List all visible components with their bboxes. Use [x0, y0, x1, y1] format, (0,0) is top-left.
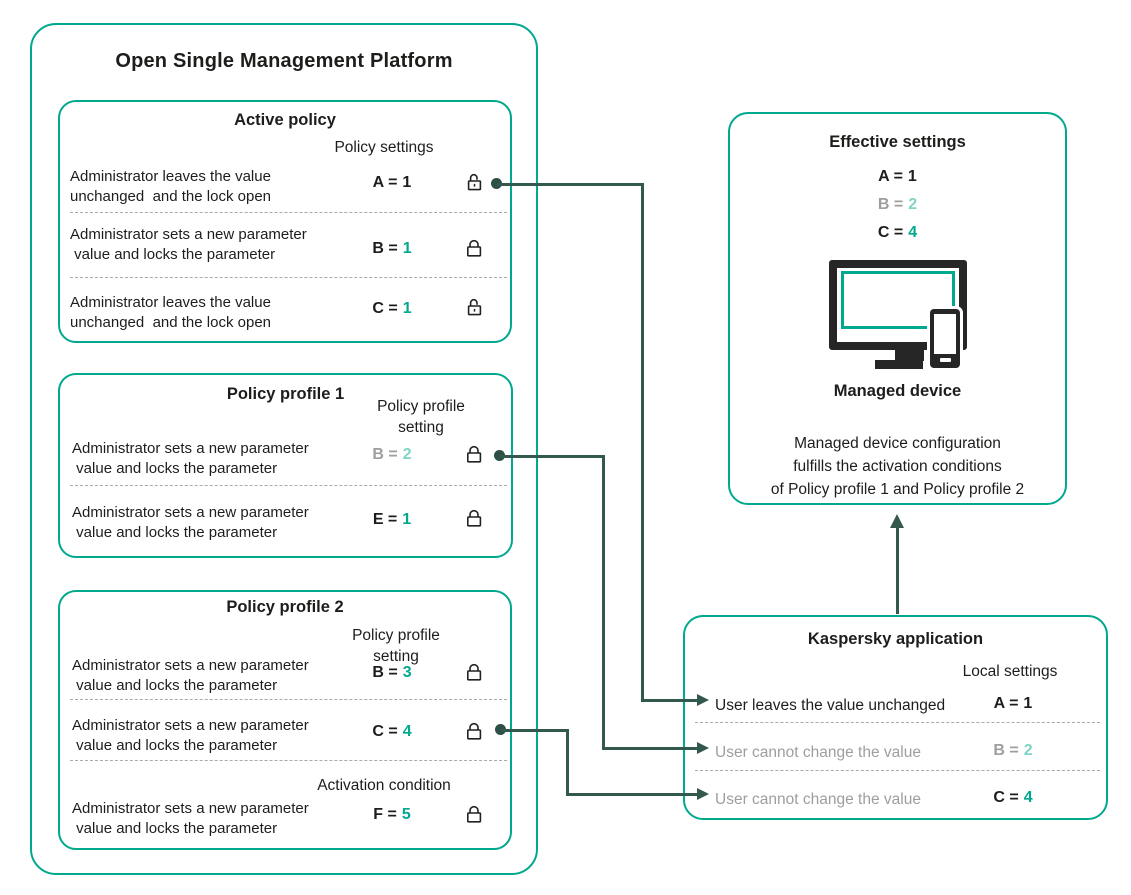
kaspersky-application-title: Kaspersky application	[807, 630, 984, 648]
param-name: B =	[372, 446, 398, 463]
row-separator	[70, 760, 507, 761]
policy-row-value: A =1	[342, 174, 442, 192]
param-value: 2	[402, 446, 412, 463]
active-policy-title: Active policy	[234, 111, 336, 129]
policy-row-label: Administrator sets a new parameter value…	[72, 800, 309, 837]
row-separator	[695, 722, 1100, 723]
param-value: 1	[402, 174, 412, 191]
param-value: 1	[402, 300, 412, 317]
closed-lock-icon	[467, 445, 482, 463]
local-row-label: User leaves the value unchanged	[715, 697, 946, 714]
policy-row-label: Administrator sets a new parameter value…	[72, 440, 309, 477]
param-name: B =	[877, 196, 904, 213]
row-separator	[695, 770, 1100, 771]
closed-lock-icon	[467, 509, 482, 527]
param-name: A =	[372, 174, 398, 191]
kaspersky-application-box: Kaspersky application Local settings Use…	[683, 615, 1108, 820]
param-value: 2	[908, 196, 918, 213]
activation-note: Managed device configuration fulfills th…	[770, 435, 1025, 498]
closed-lock-icon	[467, 722, 482, 740]
param-value: 2	[1023, 742, 1033, 759]
policy-row-label: Administrator sets a new parameter value…	[72, 504, 309, 541]
policy-row-value: B =1	[342, 240, 442, 258]
param-value: 4	[1023, 789, 1033, 806]
param-value: 1	[1023, 695, 1033, 712]
param-value: 1	[402, 511, 412, 528]
param-name: C =	[993, 789, 1019, 806]
monitor-stand-base	[875, 360, 923, 369]
connector-up-arrowhead	[890, 514, 904, 528]
local-row-value: B =2	[963, 742, 1063, 760]
param-name: F =	[373, 806, 397, 823]
param-name: C =	[372, 723, 398, 740]
activation-condition-header: Activation condition	[317, 777, 451, 794]
effective-value: B =2	[730, 196, 1065, 214]
policy-profile-1-box: Policy profile 1 Policy profile setting …	[58, 373, 513, 558]
monitor-screen	[841, 271, 955, 329]
local-row-label: User cannot change the value	[715, 791, 921, 808]
param-name: B =	[993, 742, 1019, 759]
policy-profile-2-title: Policy profile 2	[226, 598, 344, 616]
policy-profile-1-title: Policy profile 1	[226, 385, 345, 403]
param-value: 5	[401, 806, 411, 823]
param-name: A =	[993, 695, 1019, 712]
closed-lock-icon	[467, 239, 482, 257]
connector-c-line	[567, 792, 698, 796]
closed-lock-icon	[467, 805, 482, 823]
open-lock-icon	[467, 173, 482, 191]
param-value: 1	[907, 168, 917, 185]
param-value: 4	[908, 224, 918, 241]
policy-row-label: Administrator sets a new parameter value…	[70, 226, 307, 263]
local-row-label: User cannot change the value	[715, 744, 921, 761]
row-separator	[70, 485, 507, 486]
param-name: B =	[372, 664, 398, 681]
active-policy-box: Active policy Policy settings Administra…	[58, 100, 512, 343]
policy-row-value: C =4	[342, 723, 442, 741]
phone-icon	[930, 309, 960, 368]
phone-home-button	[940, 358, 951, 362]
param-name: C =	[877, 224, 904, 241]
closed-lock-icon	[467, 663, 482, 681]
policy-profile-2-box: Policy profile 2 Policy profile setting …	[58, 590, 512, 850]
effective-value: A =1	[730, 168, 1065, 186]
param-name: C =	[372, 300, 398, 317]
monitor-stand-neck	[895, 350, 924, 361]
policy-row-value: E =1	[342, 511, 442, 529]
local-settings-header: Local settings	[962, 663, 1058, 680]
policy-row-label: Administrator sets a new parameter value…	[72, 657, 309, 694]
open-lock-icon	[467, 298, 482, 316]
policy-row-label: Administrator sets a new parameter value…	[72, 717, 309, 754]
param-value: 1	[402, 240, 412, 257]
connector-c-line	[566, 728, 569, 796]
effective-value: C =4	[730, 224, 1065, 242]
policy-settings-header: Policy settings	[334, 139, 434, 156]
param-name: A =	[878, 168, 903, 185]
phone-screen	[934, 314, 956, 354]
connector-a-line	[640, 182, 644, 702]
managed-device-icon	[829, 260, 969, 370]
row-separator	[70, 699, 507, 700]
param-name: E =	[372, 511, 398, 528]
row-separator	[70, 212, 507, 213]
param-name: B =	[372, 240, 398, 257]
policy-row-label: Administrator leaves the value unchanged…	[70, 294, 271, 331]
row-separator	[70, 277, 507, 278]
param-value: 3	[402, 664, 412, 681]
policy-profile-setting-header: Policy profile setting	[352, 627, 440, 665]
policy-row-value: B =2	[342, 446, 442, 464]
connector-up-line	[896, 528, 899, 614]
policy-row-label: Administrator leaves the value unchanged…	[70, 168, 271, 205]
local-row-value: A =1	[963, 695, 1063, 713]
param-value: 4	[402, 723, 412, 740]
effective-settings-box: Effective settings A =1 B =2 C =4 Manage…	[728, 112, 1067, 505]
policy-profile-setting-header: Policy profile setting	[377, 398, 465, 436]
policy-row-value: B =3	[342, 664, 442, 682]
local-row-value: C =4	[963, 789, 1063, 807]
policy-row-value: F =5	[342, 806, 442, 824]
effective-settings-title: Effective settings	[829, 133, 966, 151]
managed-device-label: Managed device	[833, 382, 962, 400]
platform-title: Open Single Management Platform	[115, 50, 453, 72]
policy-row-value: C =1	[342, 300, 442, 318]
connector-b-line	[602, 454, 605, 750]
